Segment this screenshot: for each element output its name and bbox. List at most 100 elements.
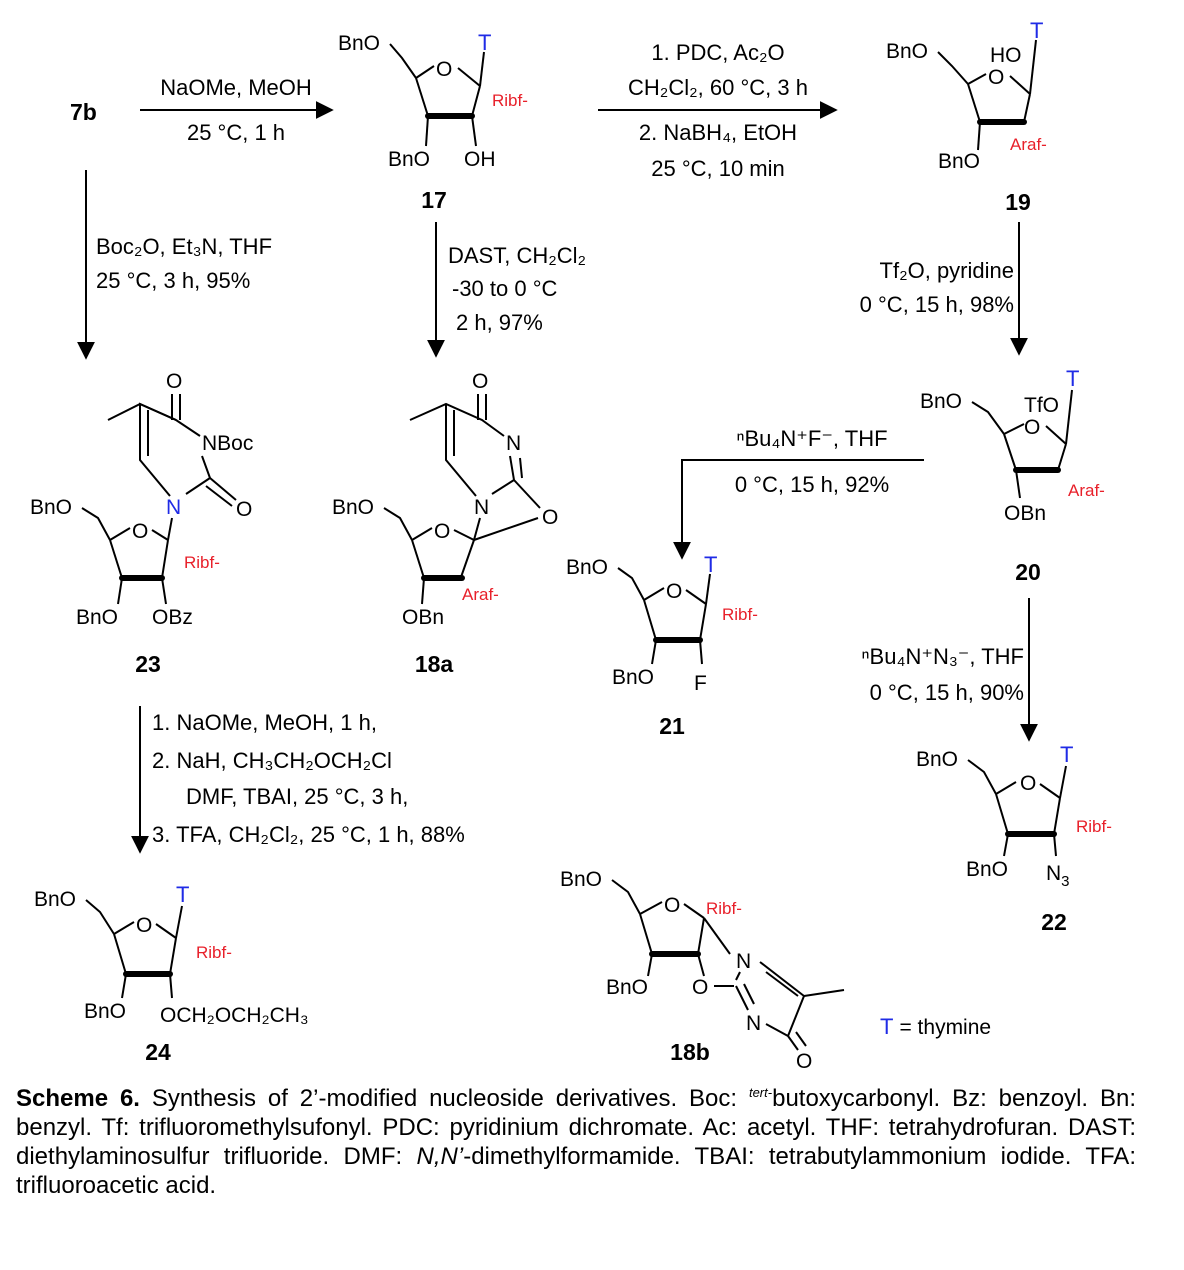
bno-label: BnO <box>332 496 374 519</box>
bno-label: BnO <box>76 606 118 629</box>
cond-c2: 25 °C, 3 h, 95% <box>96 268 250 293</box>
compound-24-label: 24 <box>145 1039 171 1065</box>
ribf-label: Ribf- <box>196 943 232 962</box>
bno-label: BnO <box>606 976 648 999</box>
cond-b3: 2. NaBH₄, EtOH <box>639 120 797 145</box>
n-label: N <box>166 496 181 519</box>
cond-f1: ⁿBu₄N⁺F⁻, THF <box>736 426 887 451</box>
ring-o-label: O <box>666 580 682 603</box>
arrow-20-to-21 <box>673 459 924 560</box>
araf-label: Araf- <box>1068 481 1105 500</box>
azide-label: N3 <box>1046 862 1070 890</box>
thymine-t-label: T <box>478 30 491 55</box>
cond-h1: 1. NaOMe, MeOH, 1 h, <box>152 710 377 735</box>
bno-label: BnO <box>84 1000 126 1023</box>
thymine-t-label: T <box>1030 18 1043 43</box>
structure-20: BnO O TfO T Araf- OBn 20 <box>920 366 1105 585</box>
ring-o-label: O <box>236 498 252 521</box>
thymine-t-label: T <box>1060 742 1073 767</box>
bno-label: BnO <box>566 556 608 579</box>
bno-label: BnO <box>388 148 430 171</box>
thymine-t-label: T <box>176 882 189 907</box>
bno-label: BnO <box>338 32 380 55</box>
cond-b4: 25 °C, 10 min <box>651 156 785 181</box>
bno-label: BnO <box>966 858 1008 881</box>
thymine-t-label: T <box>1066 366 1079 391</box>
ring-o-label: O <box>664 894 680 917</box>
n-label: N <box>736 950 751 973</box>
cond-a2: 25 °C, 1 h <box>187 120 285 145</box>
cond-d3: 2 h, 97% <box>456 310 543 335</box>
compound-22-label: 22 <box>1041 909 1067 935</box>
ring-o-label: O <box>166 370 182 393</box>
bno-label: BnO <box>886 40 928 63</box>
bno-label: BnO <box>916 748 958 771</box>
nboc-label: NBoc <box>202 432 253 455</box>
structure-18b: BnO O Ribf- BnO O N N O 18b <box>560 868 845 1073</box>
ribf-label: Ribf- <box>706 899 742 918</box>
cond-d1: DAST, CH₂Cl₂ <box>448 243 586 268</box>
caption-text-1: Synthesis of 2’-modified nucleoside deri… <box>139 1085 749 1112</box>
structure-24: BnO O T Ribf- BnO OCH₂OCH₂CH₃ 24 <box>34 882 309 1065</box>
caption-nn: N,N’ <box>416 1143 464 1170</box>
caption-tert: tert- <box>748 1085 773 1100</box>
cond-g1: ⁿBu₄N⁺N₃⁻, THF <box>862 644 1024 669</box>
cond-h3: DMF, TBAI, 25 °C, 3 h, <box>186 784 408 809</box>
compound-20-label: 20 <box>1015 559 1041 585</box>
n-label: N <box>506 432 521 455</box>
ring-o-label: O <box>136 914 152 937</box>
ring-o-label: O <box>988 66 1004 89</box>
compound-23-label: 23 <box>135 651 161 677</box>
ring-o-label: O <box>692 976 708 999</box>
cond-h4: 3. TFA, CH₂Cl₂, 25 °C, 1 h, 88% <box>152 822 465 847</box>
cond-b1: 1. PDC, Ac₂O <box>651 40 784 65</box>
obz-label: OBz <box>152 606 193 629</box>
bno-label: BnO <box>30 496 72 519</box>
reaction-scheme: NaOMe, MeOH 25 °C, 1 h 1. PDC, Ac₂O CH₂C… <box>30 18 1112 1073</box>
ribf-label: Ribf- <box>492 91 528 110</box>
cond-e2: 0 °C, 15 h, 98% <box>860 292 1014 317</box>
tfo-label: TfO <box>1024 394 1059 417</box>
legend-thymine: T= thymine <box>880 1014 991 1039</box>
ribf-label: Ribf- <box>1076 817 1112 836</box>
ring-o-label: O <box>542 506 558 529</box>
araf-label: Araf- <box>462 585 499 604</box>
structure-21: BnO O T Ribf- BnO F 21 <box>566 552 758 739</box>
thymine-t-label: T <box>704 552 717 577</box>
compound-18b-label: 18b <box>670 1039 710 1065</box>
ring-o-label: O <box>472 370 488 393</box>
compound-7b-label: 7b <box>70 99 97 125</box>
ether-substituent-label: OCH₂OCH₂CH₃ <box>160 1004 309 1027</box>
compound-19-label: 19 <box>1005 189 1031 215</box>
bno-label: BnO <box>938 150 980 173</box>
bno-label: BnO <box>920 390 962 413</box>
f-label: F <box>694 672 707 695</box>
structure-17: BnO O T Ribf- BnO OH 17 <box>338 30 528 213</box>
caption-text-3: -dimethylformamide. TBAI: tetrabutylammo… <box>16 1143 1136 1199</box>
ring-o-label: O <box>1024 416 1040 439</box>
compound-17-label: 17 <box>421 187 447 213</box>
ring-o-label: O <box>132 520 148 543</box>
cond-d2: -30 to 0 °C <box>452 276 558 301</box>
caption-text-2: butoxycarbonyl. Bz: benzoyl. Bn: benzyl.… <box>16 1085 1137 1170</box>
structure-22: BnO O T Ribf- BnO N3 22 <box>916 742 1112 935</box>
cond-b2: CH₂Cl₂, 60 °C, 3 h <box>628 75 808 100</box>
ribf-label: Ribf- <box>184 553 220 572</box>
bno-label: BnO <box>34 888 76 911</box>
compound-18a-label: 18a <box>415 651 454 677</box>
oh-label: OH <box>464 148 496 171</box>
cond-e1: Tf₂O, pyridine <box>880 258 1014 283</box>
scheme-caption: Scheme 6. Synthesis of 2’-modified nucle… <box>16 1078 1136 1200</box>
cond-h2: 2. NaH, CH₃CH₂OCH₂Cl <box>152 748 392 773</box>
compound-21-label: 21 <box>659 713 685 739</box>
ho-label: HO <box>990 44 1022 67</box>
ribf-label: Ribf- <box>722 605 758 624</box>
caption-label: Scheme 6. <box>16 1085 140 1112</box>
obn-label: OBn <box>1004 502 1046 525</box>
cond-g2: 0 °C, 15 h, 90% <box>870 680 1024 705</box>
bno-label: BnO <box>612 666 654 689</box>
cond-a1: NaOMe, MeOH <box>160 75 312 100</box>
structure-19: BnO O HO T Araf- BnO 19 <box>886 18 1047 215</box>
araf-label: Araf- <box>1010 135 1047 154</box>
structure-23: O NBoc O N BnO O Ribf- BnO OBz 23 <box>30 370 253 677</box>
